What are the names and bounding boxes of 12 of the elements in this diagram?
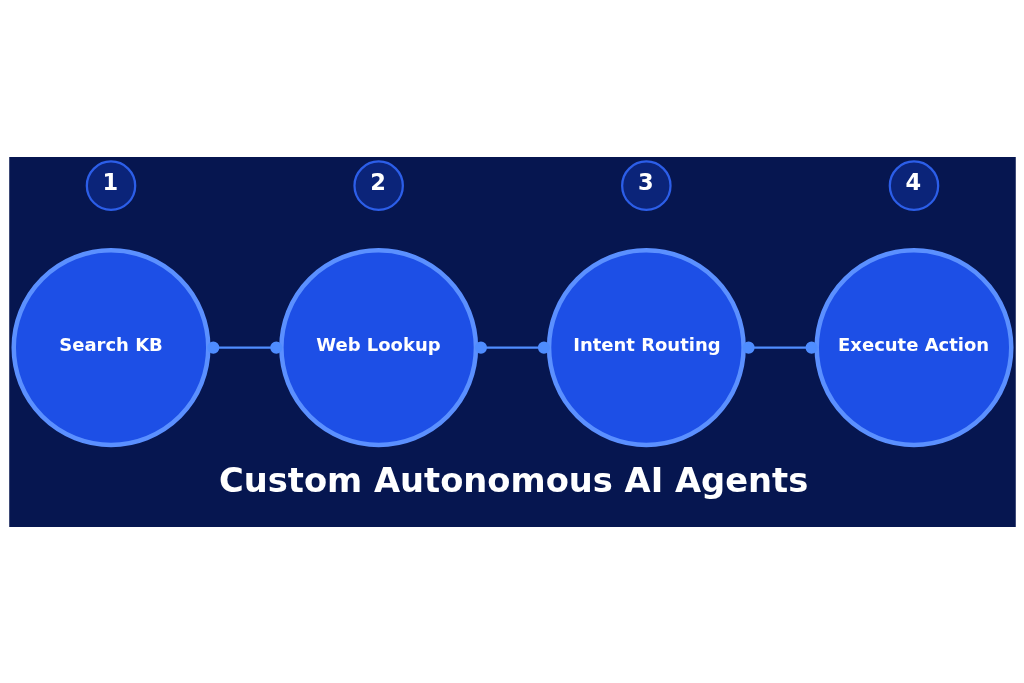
node-circle: Execute Action (813, 247, 1013, 447)
connector (206, 341, 282, 354)
connector (742, 341, 818, 354)
node-circle: Intent Routing (546, 247, 746, 447)
node-circle: 1 (85, 159, 136, 211)
connector (474, 341, 550, 354)
node-circle: Web Lookup (278, 247, 478, 447)
node-circle: 3 (620, 159, 672, 211)
node-circle: 2 (352, 159, 404, 211)
node-circle: Search KB (11, 247, 211, 447)
diagram-title: Custom Autonomous AI Agents (218, 460, 808, 500)
node-circle: 4 (888, 159, 939, 211)
